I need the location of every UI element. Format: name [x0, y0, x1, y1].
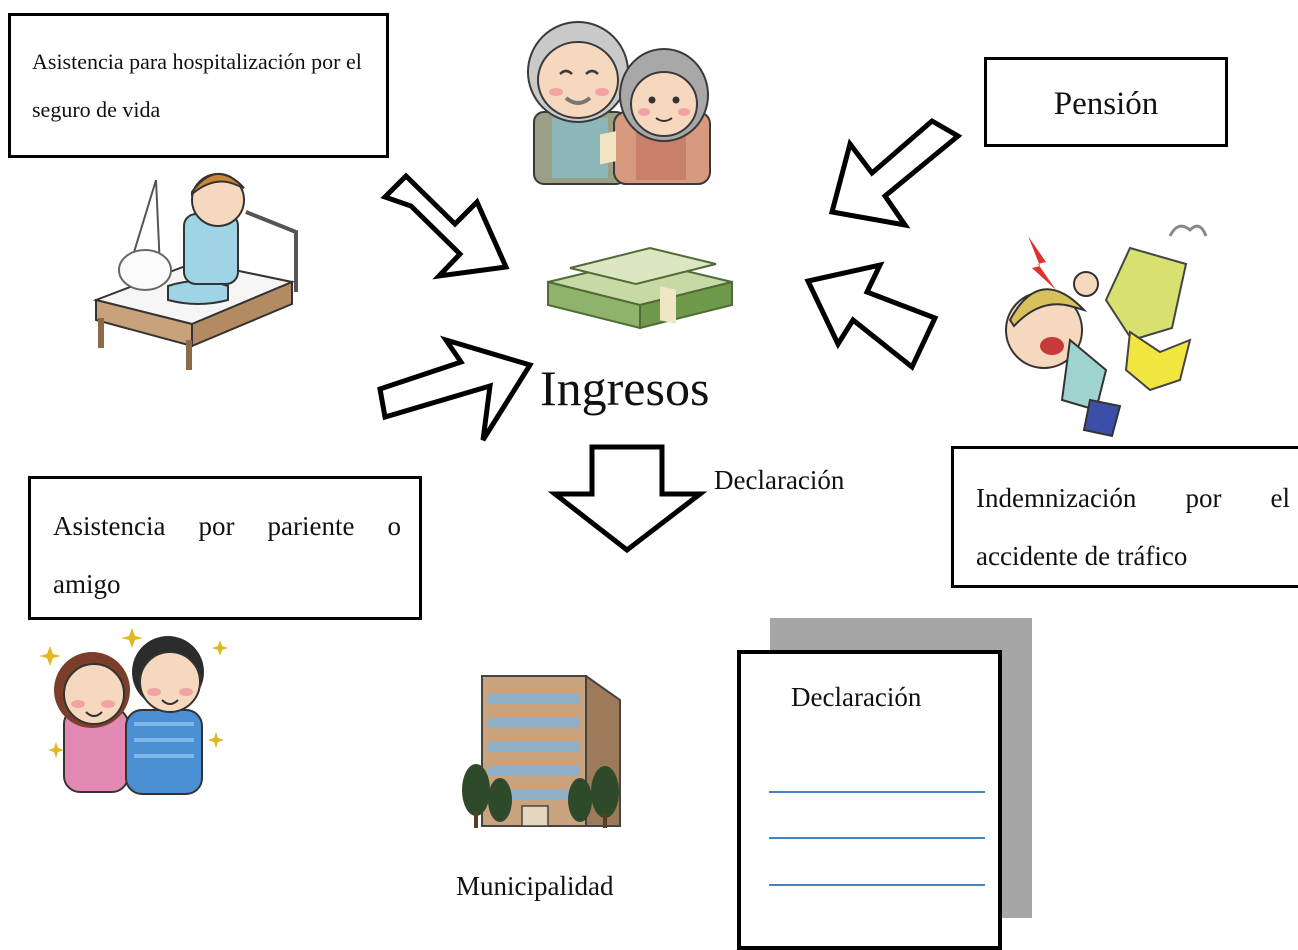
arrow-from-hospital [380, 172, 510, 280]
relatives-box: Asistencia por pariente o amigo [28, 476, 422, 620]
form-line [769, 884, 985, 886]
arrow-down-declaration [547, 444, 708, 554]
municipal-building-icon [462, 675, 621, 828]
arrow-from-pension [828, 117, 963, 229]
traffic-compensation-line1: Indemnización por el [976, 483, 1290, 513]
traffic-compensation-line2: accidente de tráfico [976, 541, 1188, 571]
form-title: Declaración [791, 682, 922, 712]
traffic-accident-icon [1005, 224, 1208, 438]
relatives-text-line1: Asistencia por pariente o [53, 511, 401, 541]
pension-box: Pensión [984, 57, 1228, 147]
form-line [769, 837, 985, 839]
traffic-compensation-box: Indemnización por el accidente de tráfic… [951, 446, 1298, 588]
friends-icon [39, 628, 228, 795]
pension-text: Pensión [1053, 86, 1159, 122]
relatives-text-line2: amigo [53, 569, 121, 599]
money-stack-icon [547, 131, 733, 330]
municipality-label: Municipalidad [456, 871, 614, 901]
elderly-couple-icon [527, 21, 711, 185]
arrow-from-traffic [804, 261, 939, 371]
hospital-insurance-text: Asistencia para hospitalización por el s… [32, 49, 362, 122]
income-label: Ingresos [540, 360, 710, 416]
form-line [769, 791, 985, 793]
declaration-form-icon: Declaración [737, 650, 1002, 950]
hospital-insurance-box: Asistencia para hospitalización por el s… [8, 13, 389, 158]
arrow-from-relatives [377, 335, 534, 442]
injured-patient-icon [92, 172, 298, 370]
declaration-arrow-label: Declaración [714, 465, 845, 495]
